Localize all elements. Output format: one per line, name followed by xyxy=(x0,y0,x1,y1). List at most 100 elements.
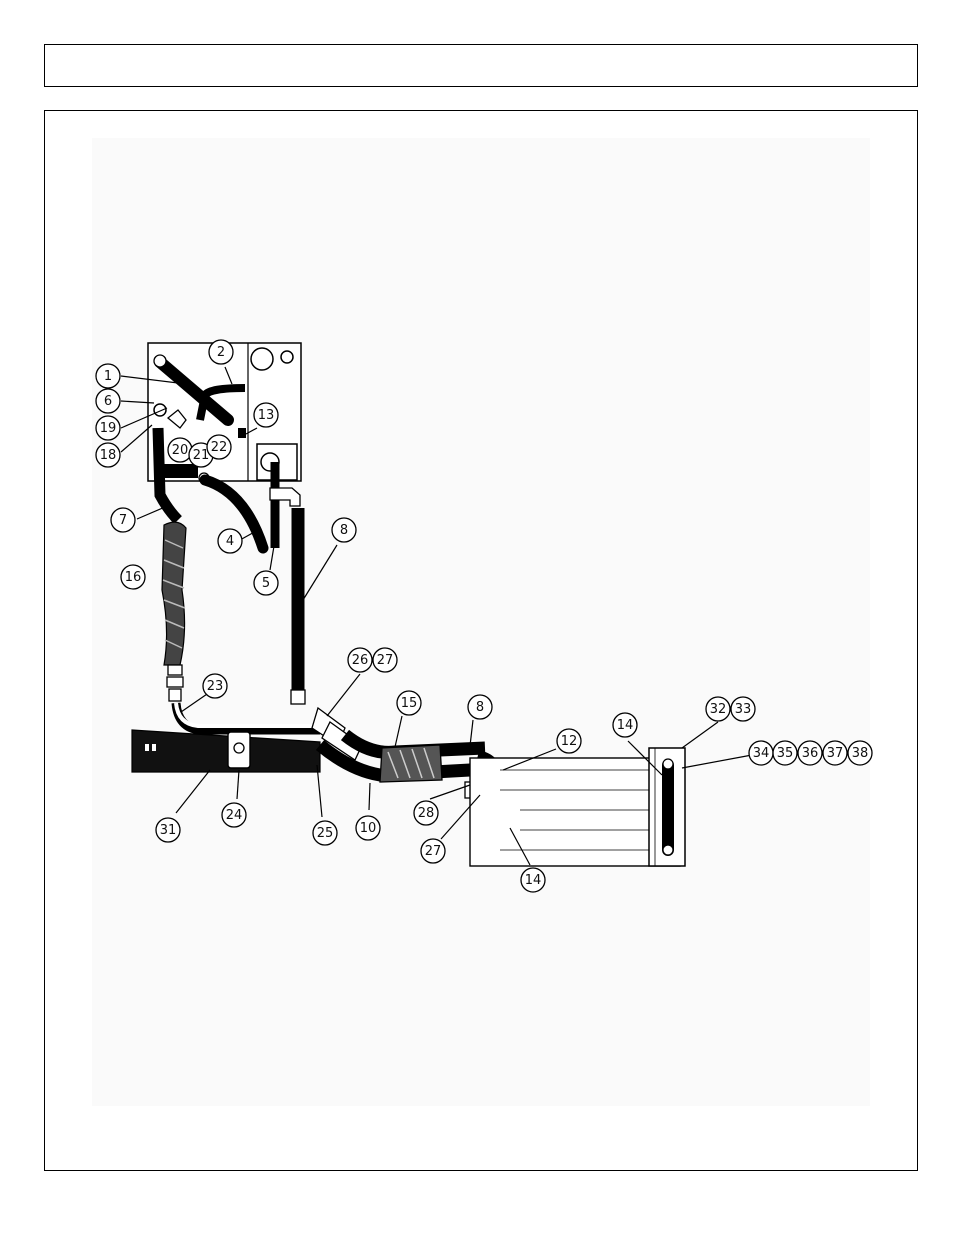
callout-31: 31 xyxy=(155,817,181,843)
motor-housing xyxy=(469,757,681,867)
callout-label: 13 xyxy=(258,408,275,423)
callout-10: 10 xyxy=(355,815,381,841)
callout-circle xyxy=(822,740,848,766)
diagram-frame xyxy=(44,110,918,1171)
callout-37: 37 xyxy=(822,740,848,766)
fitting-6 xyxy=(153,403,167,417)
callout-circle xyxy=(612,712,638,738)
callout-circle xyxy=(221,802,247,828)
callout-label: 19 xyxy=(100,421,117,436)
hose-2 xyxy=(196,384,246,421)
callout-34: 34 xyxy=(748,740,774,766)
callout-circle xyxy=(705,696,731,722)
callout-circle xyxy=(355,815,381,841)
callout-24: 24 xyxy=(221,802,247,828)
callout-circle xyxy=(120,564,146,590)
callout-label: 20 xyxy=(172,443,189,458)
callout-label: 18 xyxy=(100,448,117,463)
callout-label: 36 xyxy=(802,746,819,761)
callout-1: 1 xyxy=(95,363,121,389)
callout-16: 16 xyxy=(120,564,146,590)
callout-circle xyxy=(772,740,798,766)
callout-label: 23 xyxy=(207,679,224,694)
callout-label: 8 xyxy=(476,700,484,715)
callout-circle xyxy=(95,415,121,441)
leader-lines xyxy=(120,366,753,866)
callout-label: 38 xyxy=(852,746,869,761)
callout-6: 6 xyxy=(95,388,121,414)
callout-15: 15 xyxy=(396,690,422,716)
hose-sleeve-16 xyxy=(161,521,187,666)
callout-circle xyxy=(110,507,136,533)
callout-12: 12 xyxy=(556,728,582,754)
frame-tube-31 xyxy=(131,729,321,773)
callout-26: 26 xyxy=(347,647,373,673)
callout-circle xyxy=(347,647,373,673)
callout-circle xyxy=(467,694,493,720)
callout-label: 27 xyxy=(425,844,442,859)
callout-circle xyxy=(847,740,873,766)
callout-label: 15 xyxy=(401,696,418,711)
callout-label: 8 xyxy=(340,523,348,538)
callout-label: 37 xyxy=(827,746,844,761)
callout-4: 4 xyxy=(217,528,243,554)
callout-28: 28 xyxy=(413,800,439,826)
callout-circle xyxy=(202,673,228,699)
callout-14-2: 14 xyxy=(520,867,546,893)
hose-7 xyxy=(152,427,182,524)
callout-circle xyxy=(208,339,234,365)
callout-circle xyxy=(206,434,232,460)
callout-label: 28 xyxy=(418,806,435,821)
callout-14: 14 xyxy=(612,712,638,738)
callout-38: 38 xyxy=(847,740,873,766)
callout-23: 23 xyxy=(202,673,228,699)
callout-circle xyxy=(797,740,823,766)
callout-label: 22 xyxy=(211,440,228,455)
callout-label: 27 xyxy=(377,653,394,668)
callout-circle xyxy=(556,728,582,754)
callout-circle xyxy=(372,647,398,673)
callout-label: 21 xyxy=(193,448,210,463)
callout-35: 35 xyxy=(772,740,798,766)
callout-18: 18 xyxy=(95,442,121,468)
callout-label: 4 xyxy=(226,534,234,549)
port-circle-small xyxy=(280,350,294,364)
callout-label: 12 xyxy=(561,734,578,749)
callout-label: 35 xyxy=(777,746,794,761)
callout-label: 7 xyxy=(119,513,127,528)
callout-32: 32 xyxy=(705,696,731,722)
callout-circle xyxy=(95,363,121,389)
callout-circle xyxy=(253,570,279,596)
hose-1 xyxy=(154,356,234,426)
callout-circle xyxy=(155,817,181,843)
callout-2: 2 xyxy=(208,339,234,365)
callout-8: 8 xyxy=(331,517,357,543)
callout-circle xyxy=(520,867,546,893)
callout-label: 25 xyxy=(317,826,334,841)
callout-label: 34 xyxy=(753,746,770,761)
callout-circle xyxy=(312,820,338,846)
fitting-13 xyxy=(238,428,246,438)
callout-label: 14 xyxy=(617,718,634,733)
callout-circle xyxy=(95,388,121,414)
callout-circle xyxy=(253,402,279,428)
callout-circle xyxy=(217,528,243,554)
hose-4 xyxy=(199,474,269,554)
callout-27-2: 27 xyxy=(420,838,446,864)
callout-circle xyxy=(95,442,121,468)
callout-label: 33 xyxy=(735,702,752,717)
callout-label: 6 xyxy=(104,394,112,409)
header-box xyxy=(44,44,918,87)
callout-27: 27 xyxy=(372,647,398,673)
scan-background xyxy=(92,138,870,1106)
callout-7: 7 xyxy=(110,507,136,533)
port-circle-large xyxy=(250,347,274,371)
callout-36: 36 xyxy=(797,740,823,766)
block-fitting xyxy=(163,464,198,478)
callout-5: 5 xyxy=(253,570,279,596)
callout-circle xyxy=(396,690,422,716)
callout-label: 26 xyxy=(352,653,369,668)
callout-13: 13 xyxy=(253,402,279,428)
callout-33: 33 xyxy=(730,696,756,722)
